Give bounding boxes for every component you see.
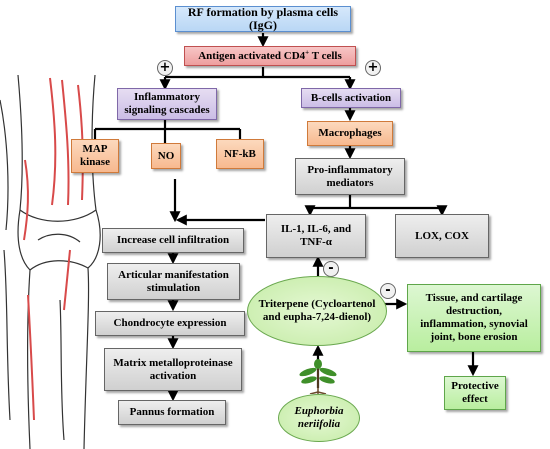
b-cells-activation-label: B-cells activation xyxy=(310,91,392,104)
rf-formation-box: RF formation by plasma cells (IgG) xyxy=(175,6,351,32)
inflammatory-signaling-label: Inflammatory signaling cascades xyxy=(124,91,210,116)
chondrocyte-expression-label: Chondrocyte expression xyxy=(113,317,227,329)
articular-manifestation-label: Articular manifestation stimulation xyxy=(118,268,229,294)
b-cells-activation-box: B-cells activation xyxy=(301,88,401,108)
macrophages-label: Macrophages xyxy=(318,127,382,139)
no-box: NO xyxy=(151,143,181,169)
lox-cox-label: LOX, COX xyxy=(415,229,469,242)
rf-formation-label: RF formation by plasma cells (IgG) xyxy=(187,5,339,32)
triterpene-label: Triterpene (Cycloartenol and eupha-7,24-… xyxy=(258,298,376,323)
no-label: NO xyxy=(157,149,175,162)
pannus-formation-label: Pannus formation xyxy=(129,406,215,418)
euphorbia-label: Euphorbia neriifolia xyxy=(294,405,344,430)
protective-effect-label: Protective effect xyxy=(451,380,499,405)
matrix-metalloproteinase-label: Matrix metalloproteinase activation xyxy=(113,356,233,382)
il-tnf-label: IL-1, IL-6, and TNF-α xyxy=(280,223,352,248)
map-kinase-box: MAP kinase xyxy=(71,139,119,173)
tissue-destruction-label: Tissue, and cartilage destruction, infla… xyxy=(420,292,528,343)
pannus-formation-box: Pannus formation xyxy=(118,400,226,425)
pro-inflammatory-label: Pro-inflammatory mediators xyxy=(307,163,393,189)
plus-sign-right: + xyxy=(365,60,381,76)
pro-inflammatory-box: Pro-inflammatory mediators xyxy=(295,158,405,195)
macrophages-box: Macrophages xyxy=(307,121,393,146)
il-tnf-box: IL-1, IL-6, and TNF-α xyxy=(266,214,366,258)
minus-sign-il: - xyxy=(323,261,339,277)
protective-effect-box: Protective effect xyxy=(444,376,506,410)
chondrocyte-expression-box: Chondrocyte expression xyxy=(95,311,245,336)
euphorbia-ellipse: Euphorbia neriifolia xyxy=(278,394,360,442)
plant-icon xyxy=(299,359,337,394)
antigen-cd4-box: Antigen activated CD4+ T cells xyxy=(184,46,356,66)
minus-sign-tissue: - xyxy=(380,283,396,299)
plus-sign-left: + xyxy=(157,60,173,76)
cell-infiltration-box: Increase cell infiltration xyxy=(102,228,244,253)
articular-manifestation-box: Articular manifestation stimulation xyxy=(107,263,240,300)
nf-kb-label: NF-kB xyxy=(224,147,256,160)
lox-cox-box: LOX, COX xyxy=(395,214,489,258)
antigen-cd4-label: Antigen activated CD4+ T cells xyxy=(198,47,342,62)
map-kinase-label: MAP kinase xyxy=(80,143,110,168)
nf-kb-box: NF-kB xyxy=(216,139,264,169)
triterpene-ellipse: Triterpene (Cycloartenol and eupha-7,24-… xyxy=(247,276,387,346)
tissue-destruction-box: Tissue, and cartilage destruction, infla… xyxy=(407,284,541,352)
inflammatory-signaling-box: Inflammatory signaling cascades xyxy=(117,88,217,120)
matrix-metalloproteinase-box: Matrix metalloproteinase activation xyxy=(104,348,242,391)
cell-infiltration-label: Increase cell infiltration xyxy=(116,234,230,246)
